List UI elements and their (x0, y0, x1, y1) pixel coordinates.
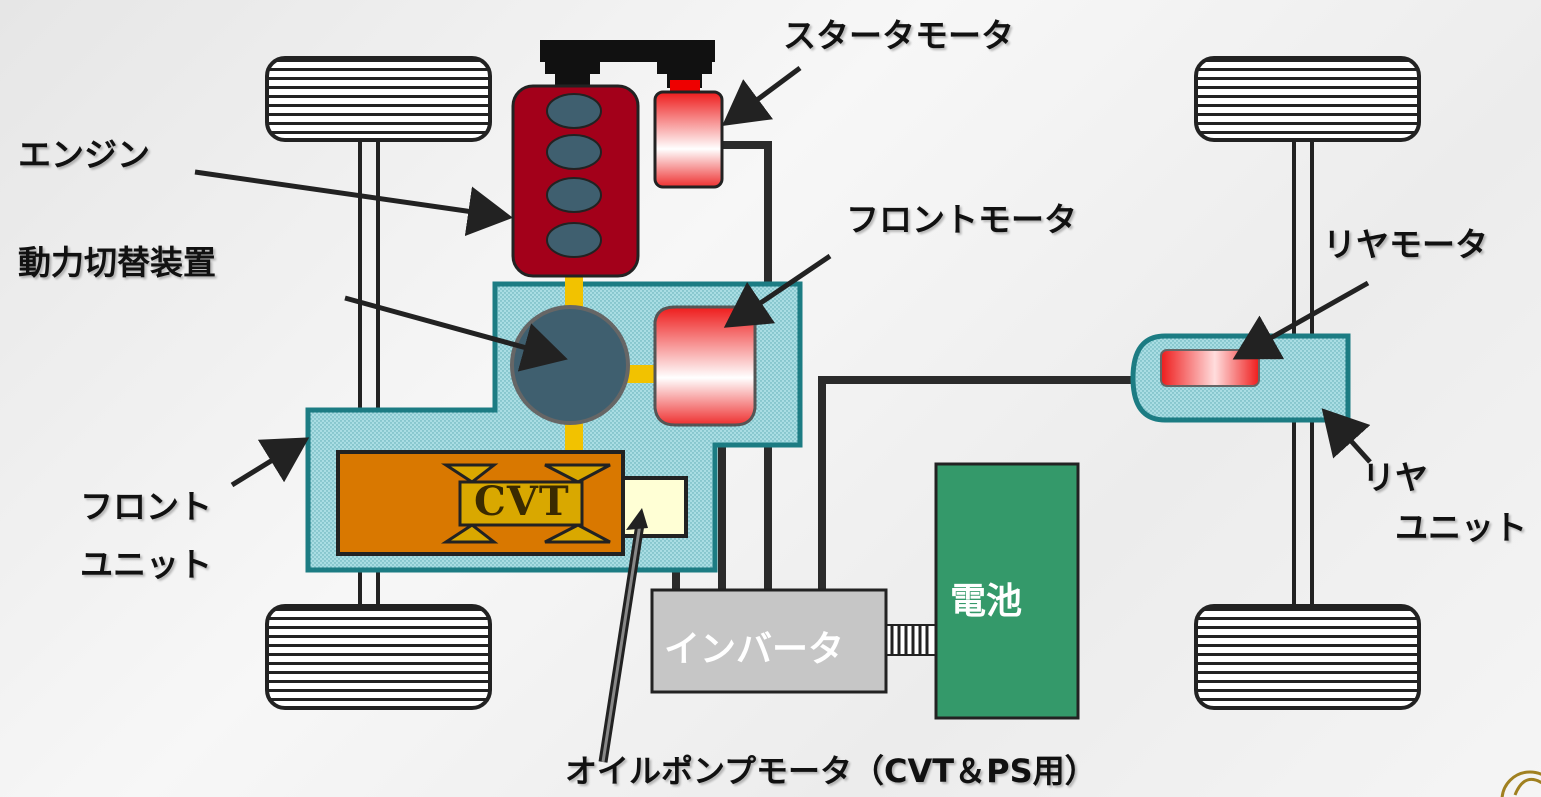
label-front-motor: フロントモータ (846, 200, 1077, 239)
label-engine: エンジン (18, 135, 150, 174)
inverter-battery-connector (885, 624, 937, 656)
drive-shafts (565, 272, 655, 456)
starter-motor (653, 90, 724, 189)
rear-left-wheel (1194, 56, 1421, 142)
arrow-front-unit (230, 437, 310, 488)
arrow-front-motor (723, 253, 832, 328)
arrow-rear-unit (1321, 408, 1372, 464)
front-right-wheel (265, 604, 492, 710)
label-cvt: CVT (474, 478, 570, 525)
logo-mark (1500, 770, 1541, 797)
label-oil-pump-motor: オイルポンプモータ（CVT＆PS用） (565, 752, 1097, 790)
label-power-switch: 動力切替装置 (18, 243, 216, 282)
arrow-power-switch (344, 295, 568, 372)
arrow-rear-motor (1232, 280, 1370, 360)
arrow-engine (194, 169, 513, 237)
label-inverter: インバータ (664, 629, 845, 670)
rear-right-wheel (1194, 604, 1421, 710)
cvt-gear-icon (440, 463, 611, 544)
front-left-wheel (265, 56, 492, 142)
inverter-box (650, 588, 888, 694)
label-front-unit-line2: ユニット (80, 545, 212, 584)
battery-box (934, 462, 1080, 720)
label-rear-unit-line1: リヤ (1362, 458, 1428, 497)
label-battery: 電池 (950, 581, 1023, 622)
label-starter-motor: スタータモータ (783, 16, 1014, 55)
label-rear-motor: リヤモータ (1323, 225, 1488, 264)
arrow-oil-pump (598, 508, 648, 763)
front-motor (653, 305, 757, 427)
label-front-unit-line1: フロント (80, 487, 212, 526)
label-rear-unit-line2: ユニット (1395, 508, 1527, 547)
power-switch-gear (510, 305, 630, 425)
engine-cylinders (546, 93, 602, 258)
arrow-starter (721, 65, 802, 126)
